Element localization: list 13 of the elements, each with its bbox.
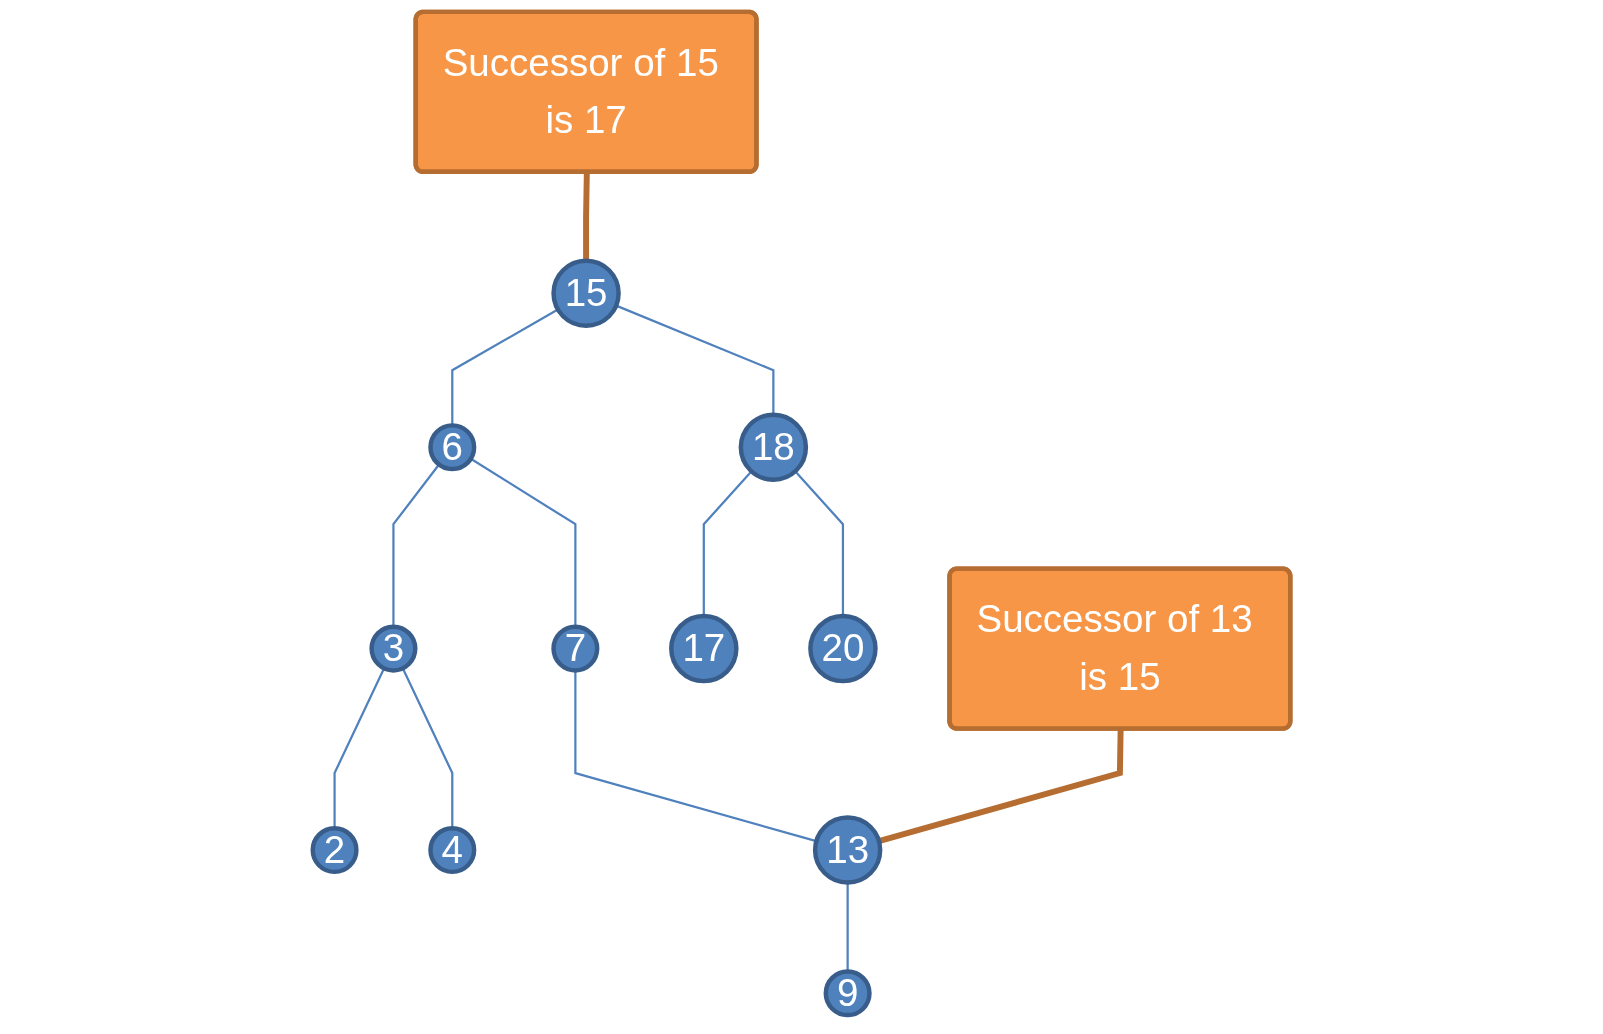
node-circle: 15 bbox=[551, 258, 621, 328]
connector bbox=[583, 172, 590, 261]
node-circle: 20 bbox=[808, 613, 878, 684]
node-circle: 4 bbox=[428, 825, 477, 875]
node-circle: 18 bbox=[738, 412, 809, 482]
node-circle: 17 bbox=[669, 613, 739, 684]
connector bbox=[878, 729, 1124, 845]
node-circle: 9 bbox=[823, 969, 872, 1018]
node-circle: 6 bbox=[428, 423, 477, 472]
node-circle: 3 bbox=[369, 624, 418, 673]
node-circle: 2 bbox=[310, 825, 359, 875]
node-circle: 7 bbox=[551, 624, 600, 673]
node-circle: 13 bbox=[812, 815, 883, 885]
